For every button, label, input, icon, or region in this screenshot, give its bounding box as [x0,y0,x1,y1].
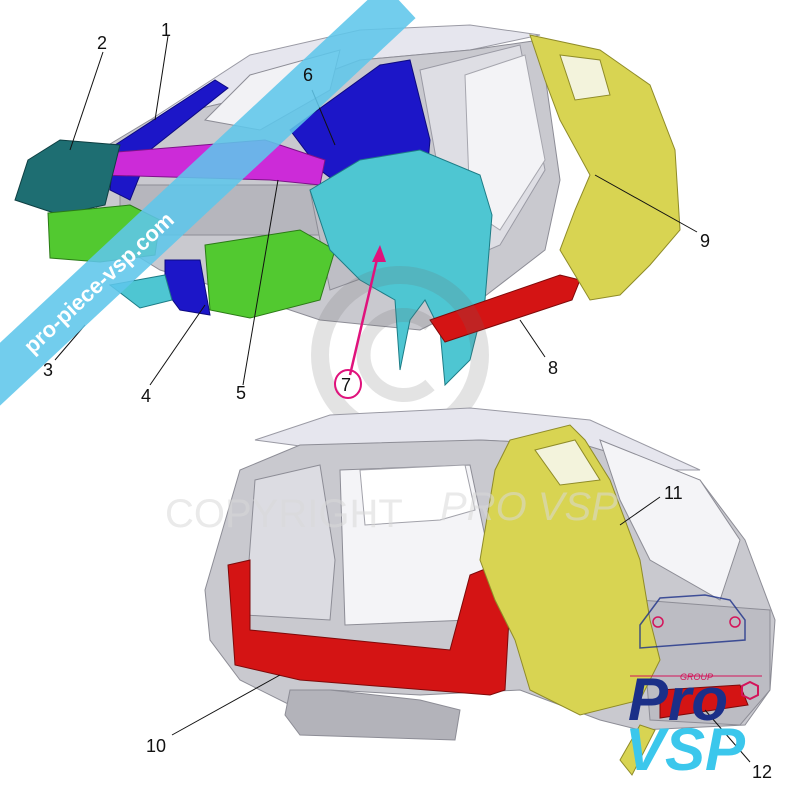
part-11-window-opening [534,439,601,486]
part-11-side-panel [479,424,661,716]
callout-label-6: 6 [303,65,313,85]
callout-label-9: 9 [700,231,710,251]
callout-label-5: 5 [236,383,246,403]
logo-word-vsp: VSP [625,716,746,783]
copyright-watermark-brand: PRO VSP [440,485,618,529]
copyright-watermark-text: COPYRIGHT [165,492,403,536]
part-8-side-sill [429,274,581,343]
part-9-window-opening [559,54,611,101]
part-12-yellow-tip [619,724,656,776]
logo-word-pro: Pro [628,666,728,733]
part-4-green-box [204,229,336,319]
callout-label-2: 2 [97,33,107,53]
callout-7-arrow [348,254,380,376]
callout-label-10: 10 [146,736,166,756]
callout-label-12: 12 [752,762,772,782]
leader-lines-bottom [171,496,751,763]
part-9-side-panel [529,34,681,301]
callout-label-4: 4 [141,386,151,406]
part-2-rear-panel [14,139,121,216]
callout-7-circle [334,369,362,399]
callout-label-11: 11 [664,483,683,503]
callout-label-7: 7 [341,375,351,395]
callout-7-arrowhead [372,245,386,262]
part-12-front-sill [659,684,749,719]
callout-label-8: 8 [548,358,558,378]
logo-group-text: GROUP [680,672,713,682]
pro-vsp-logo: GROUP Pro VSP [625,594,762,783]
callout-label-3: 3 [43,360,53,380]
callout-label-1: 1 [161,20,171,40]
